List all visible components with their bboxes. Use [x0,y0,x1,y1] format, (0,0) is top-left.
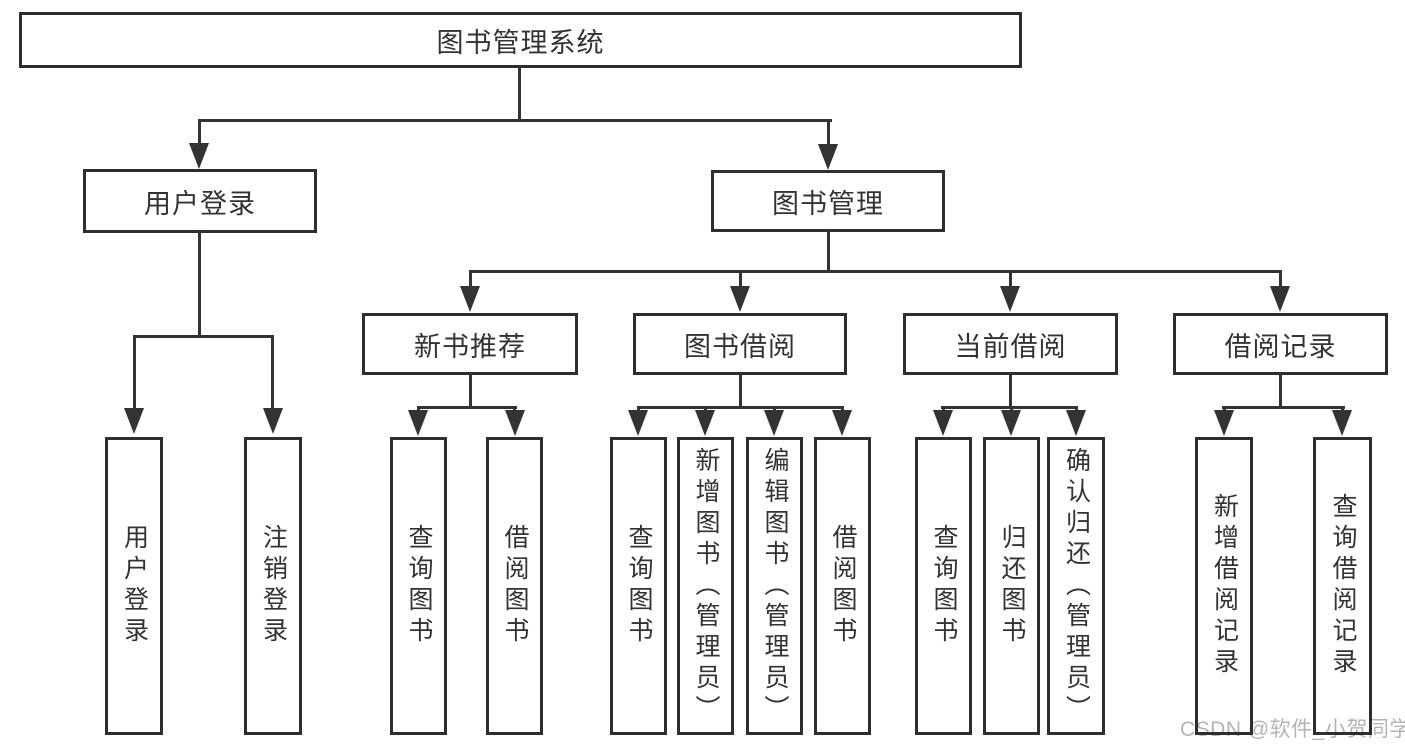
leaf-br-query-record-label: 查询借阅记录 [1329,493,1357,679]
node-new-book-rec-label: 新书推荐 [414,331,526,362]
leaf-bb-borrow-book: 借阅图书 [814,437,871,735]
connector-line [133,335,274,338]
leaf-cb-confirm-return-label: 确认归还（管理员） [1062,446,1091,726]
node-root: 图书管理系统 [19,12,1022,68]
connector-line [417,406,517,409]
leaf-br-query-record: 查询借阅记录 [1313,437,1372,735]
node-current-borrow-label: 当前借阅 [954,331,1067,362]
arrowhead-icon [628,410,648,436]
connector-line [198,231,201,337]
connector-line [941,406,1078,409]
leaf-cb-return-book: 归还图书 [983,437,1040,735]
arrowhead-icon [818,144,838,170]
node-book-mgmt: 图书管理 [711,170,945,232]
leaf-user-login: 用户登录 [105,437,163,735]
connector-line [739,373,742,408]
leaf-cb-confirm-return: 确认归还（管理员） [1047,437,1105,735]
connector-line [827,230,830,272]
leaf-rec-query-book-label: 查询图书 [405,524,433,648]
node-root-label: 图书管理系统 [436,27,605,58]
arrowhead-icon [764,410,784,436]
leaf-cb-return-book-label: 归还图书 [998,524,1026,648]
csdn-watermark: CSDN @软件_小贺同学 [1180,718,1405,741]
arrowhead-icon [263,408,283,434]
arrowhead-icon [124,408,144,434]
arrowhead-icon [730,286,750,312]
connector-line [469,373,472,408]
node-new-book-rec: 新书推荐 [362,313,578,375]
node-borrow-records-label: 借阅记录 [1224,331,1337,362]
leaf-cb-query-book-label: 查询图书 [930,524,958,648]
connector-line [739,270,742,288]
node-book-mgmt-label: 图书管理 [772,188,884,219]
connector-line [271,335,274,410]
connector-line [827,119,830,147]
connector-line [469,270,1281,273]
connector-line [469,270,472,288]
connector-line [1222,406,1345,409]
arrowhead-icon [1332,410,1352,436]
arrowhead-icon [1214,410,1234,436]
leaf-bb-add-book: 新增图书（管理员） [677,437,734,735]
arrowhead-icon [460,286,480,312]
arrowhead-icon [1270,286,1290,312]
node-book-borrow-label: 图书借阅 [684,331,796,362]
leaf-bb-borrow-book-label: 借阅图书 [829,524,857,648]
arrowhead-icon [408,410,428,436]
arrowhead-icon [189,143,209,169]
node-user-login-label: 用户登录 [144,188,256,219]
connector-line [1009,373,1012,408]
connector-line [198,119,832,122]
connector-line [1279,270,1282,288]
leaf-bb-query-book: 查询图书 [610,437,667,735]
leaf-logout-label: 注销登录 [259,524,288,648]
leaf-br-add-record: 新增借阅记录 [1195,437,1253,735]
leaf-logout: 注销登录 [244,437,302,735]
arrowhead-icon [933,410,953,436]
arrowhead-icon [1001,410,1021,436]
arrowhead-icon [1066,410,1086,436]
leaf-rec-query-book: 查询图书 [390,437,447,735]
arrowhead-icon [695,410,715,436]
arrowhead-icon [505,410,525,436]
leaf-bb-edit-book: 编辑图书（管理员） [746,437,803,735]
leaf-bb-edit-book-label: 编辑图书（管理员） [761,446,789,726]
connector-line [198,119,201,147]
leaf-bb-add-book-label: 新增图书（管理员） [692,446,720,726]
leaf-rec-borrow-book: 借阅图书 [486,437,543,735]
node-current-borrow: 当前借阅 [903,313,1118,375]
connector-line [637,406,844,409]
leaf-bb-query-book-label: 查询图书 [625,524,653,648]
node-borrow-records: 借阅记录 [1173,313,1388,375]
node-book-borrow: 图书借阅 [633,313,847,375]
leaf-rec-borrow-book-label: 借阅图书 [501,524,529,648]
leaf-br-add-record-label: 新增借阅记录 [1210,493,1239,679]
connector-line [1279,373,1282,408]
connector-line [133,335,136,410]
arrowhead-icon [1000,286,1020,312]
connector-line [1009,270,1012,288]
node-user-login: 用户登录 [83,169,317,233]
leaf-user-login-label: 用户登录 [120,524,149,648]
connector-line [518,66,521,121]
leaf-cb-query-book: 查询图书 [915,437,972,735]
arrowhead-icon [832,410,852,436]
